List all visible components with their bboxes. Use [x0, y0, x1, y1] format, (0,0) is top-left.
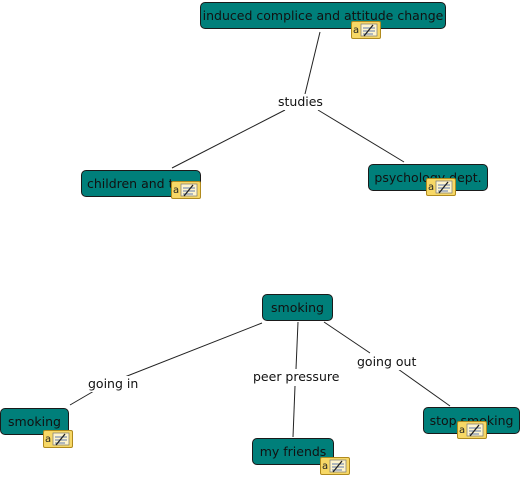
- concept-my-friends[interactable]: my friends: [252, 438, 334, 465]
- concept-smoking-top[interactable]: smoking: [262, 294, 333, 321]
- annotation-note-icon[interactable]: a: [351, 21, 381, 39]
- link-label-going-in[interactable]: going in: [87, 376, 140, 392]
- svg-text:a: a: [45, 434, 51, 445]
- connector-studies-psychology: [317, 109, 405, 163]
- link-label-studies[interactable]: studies: [277, 94, 324, 110]
- annotation-note-icon[interactable]: a: [426, 178, 456, 196]
- annotation-note-icon[interactable]: a: [320, 457, 350, 475]
- annotation-note-icon[interactable]: a: [171, 181, 201, 199]
- link-label-peer-pressure[interactable]: peer pressure: [252, 369, 341, 385]
- connector-smoking-goingin: [121, 322, 263, 379]
- svg-text:a: a: [353, 25, 359, 36]
- svg-text:a: a: [173, 185, 179, 196]
- link-label-going-out[interactable]: going out: [356, 354, 418, 370]
- concept-induced-complice[interactable]: induced complice and attitude change: [200, 2, 446, 29]
- svg-text:a: a: [428, 182, 434, 193]
- connector-goingout-stopsmoking: [397, 368, 451, 407]
- concept-smoking-left[interactable]: smoking: [0, 408, 69, 435]
- connector-smoking-goingout: [323, 321, 371, 354]
- annotation-note-icon[interactable]: a: [43, 430, 73, 448]
- connector-peerpressure-friends: [292, 385, 296, 438]
- annotation-note-icon[interactable]: a: [457, 421, 487, 439]
- connector-smoking-peerpressure: [295, 321, 299, 370]
- connector-induced-studies: [304, 31, 321, 95]
- connector-studies-children: [171, 109, 286, 169]
- svg-text:a: a: [459, 425, 465, 436]
- connector-goingin-smoking: [69, 390, 95, 406]
- svg-text:a: a: [322, 461, 328, 472]
